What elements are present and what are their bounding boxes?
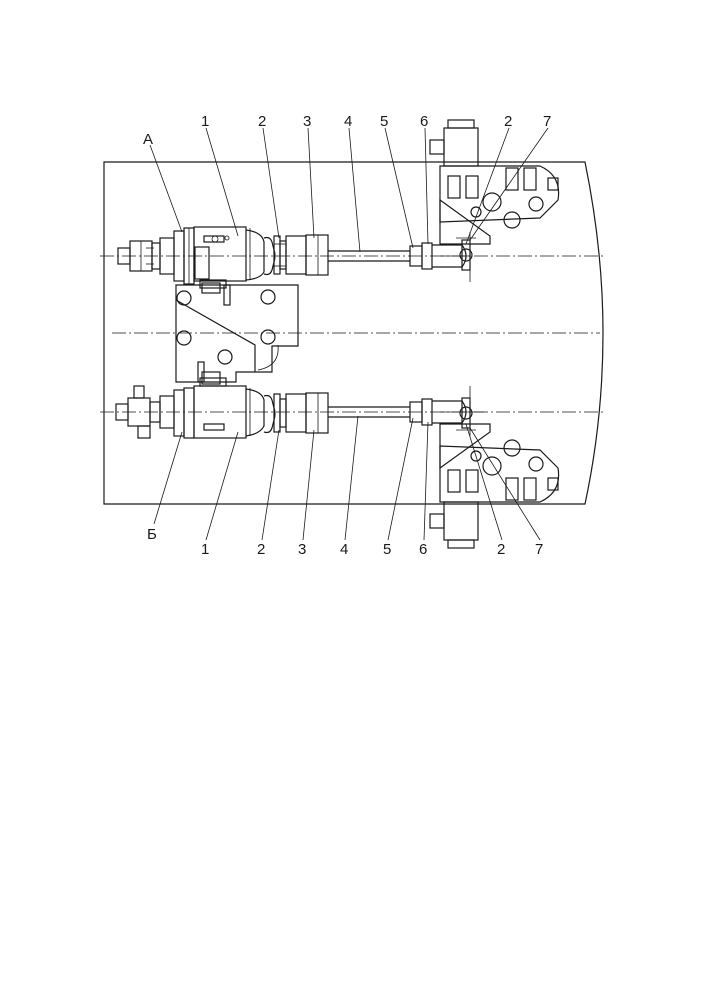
pin-7 [456, 232, 476, 282]
frame-outline [103, 161, 604, 505]
cylinder-unit-1 [193, 226, 265, 289]
lock-nut-2 [273, 393, 287, 433]
brake-lever [429, 119, 560, 245]
rod-4 [328, 406, 410, 418]
leader-lines [149, 127, 549, 541]
valve-a [117, 227, 195, 285]
callout-b: Б [147, 526, 157, 543]
callout-2: 2 [257, 541, 265, 558]
callout-1: 1 [201, 541, 209, 558]
central-bracket [175, 282, 299, 385]
callout-6: 6 [420, 113, 428, 130]
callout-5: 5 [380, 113, 388, 130]
callout-7: 7 [535, 541, 543, 558]
callout-a: А [143, 131, 153, 148]
callout-2b: 2 [497, 541, 505, 558]
valve-b [115, 385, 195, 439]
callout-2: 2 [258, 113, 266, 130]
brake-lever [429, 423, 560, 549]
callouts-top: А 1 2 3 4 5 6 2 7 [143, 113, 551, 148]
bolt-head [217, 349, 233, 365]
pin-7 [456, 386, 476, 436]
bolt-head [176, 330, 192, 346]
rod-4 [328, 250, 410, 262]
callout-4: 4 [344, 113, 352, 130]
callouts-bottom: Б 1 2 3 4 5 6 2 7 [147, 526, 543, 558]
callout-4: 4 [340, 541, 348, 558]
ball-joint [263, 394, 276, 434]
callout-6: 6 [419, 541, 427, 558]
bolt-head [176, 290, 192, 306]
lower-assembly [115, 377, 560, 549]
callout-7: 7 [543, 113, 551, 130]
cylinder-unit-1 [193, 377, 265, 439]
ball-joint [263, 236, 276, 276]
bolt-head [260, 329, 276, 345]
bolt-head [260, 289, 276, 305]
sleeve-3 [285, 234, 329, 276]
callout-3: 3 [303, 113, 311, 130]
callout-2b: 2 [504, 113, 512, 130]
sleeve-3 [285, 392, 329, 434]
callout-3: 3 [298, 541, 306, 558]
callout-1: 1 [201, 113, 209, 130]
upper-assembly [117, 119, 560, 289]
callout-5: 5 [383, 541, 391, 558]
lock-nut-2 [273, 235, 287, 275]
